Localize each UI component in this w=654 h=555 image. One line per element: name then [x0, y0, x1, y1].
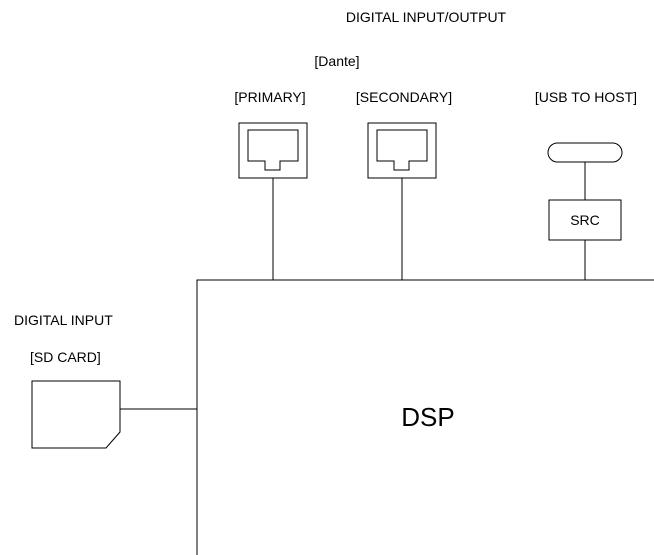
dante-label: [Dante]	[314, 53, 359, 69]
dsp-label: DSP	[401, 402, 454, 432]
secondary-label: [SECONDARY]	[356, 89, 452, 105]
src-block: SRC	[548, 199, 622, 241]
src-label: SRC	[570, 212, 600, 228]
primary-rj45-port-icon	[238, 122, 308, 179]
usb-port-icon	[547, 142, 623, 163]
primary-label: [PRIMARY]	[234, 89, 305, 105]
sd-card-label: [SD CARD]	[30, 349, 101, 365]
usb-to-host-label: [USB TO HOST]	[535, 89, 637, 105]
secondary-rj45-port-icon	[367, 122, 437, 179]
sd-card-icon	[31, 380, 121, 449]
dsp-block-outline	[196, 279, 654, 555]
digital-io-title: DIGITAL INPUT/OUTPUT	[346, 9, 507, 25]
digital-input-title: DIGITAL INPUT	[14, 312, 113, 328]
